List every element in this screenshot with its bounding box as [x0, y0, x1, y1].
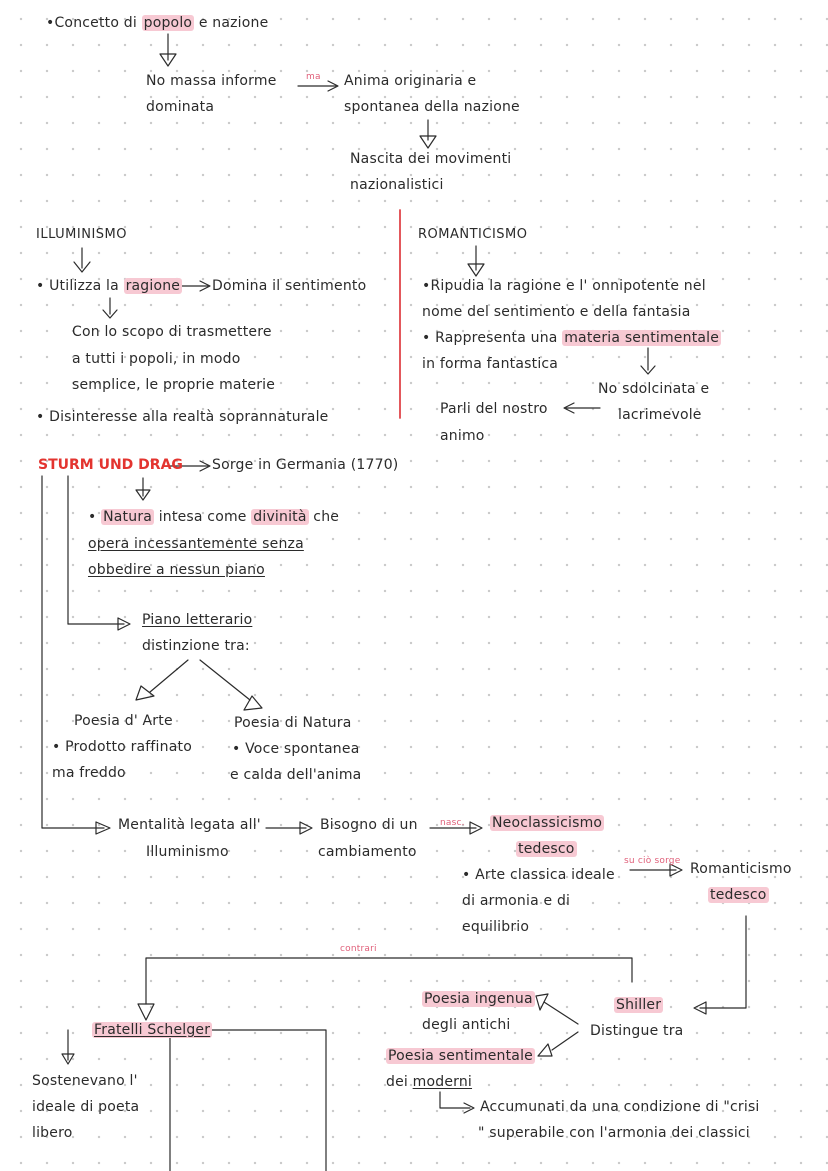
nascita-line1: Nascita dei movimenti	[350, 151, 512, 167]
poesia-natura-line3: e calda dell'anima	[230, 767, 362, 783]
rappresenta-pre: • Rappresenta una	[422, 330, 563, 346]
domina-sentimento: Domina il sentimento	[212, 278, 367, 294]
divinita-highlight: divinità	[251, 509, 309, 525]
concetto-pre: •Concetto di	[46, 15, 142, 31]
tedesco-highlight-rom: tedesco	[708, 887, 769, 903]
accumunati-line2: " superabile con l'armonia dei classici	[478, 1125, 750, 1141]
poesia-ingenua-line2: degli antichi	[422, 1017, 511, 1033]
distinzione-tra: distinzione tra:	[142, 638, 250, 654]
sostenevano-line3: libero	[32, 1125, 73, 1141]
parli-line1: Parli del nostro	[440, 401, 548, 417]
parli-line2: animo	[440, 428, 485, 444]
natura-highlight: Natura	[101, 509, 155, 525]
materia-sentimentale-highlight: materia sentimentale	[562, 330, 722, 346]
concetto-post: e nazione	[194, 15, 269, 31]
tedesco-highlight-neo: tedesco	[516, 841, 577, 857]
bisogno-line2: cambiamento	[318, 844, 417, 860]
no-massa-line1: No massa informe	[146, 73, 277, 89]
no-sdolcinata-line2: lacrimevole	[618, 407, 702, 423]
neoclassicismo-line2: tedesco	[516, 840, 577, 858]
romanticismo-title: ROMANTICISMO	[418, 227, 528, 242]
ripudia-line1: •Ripudia la ragione e l' onnipotente nel	[422, 278, 706, 294]
mentalita-line1: Mentalità legata all'	[118, 817, 261, 833]
accumunati-line1: Accumunati da una condizione di "crisi	[480, 1099, 760, 1115]
anima-line2: spontanea della nazione	[344, 99, 520, 115]
no-sdolcinata-line1: No sdolcinata e	[598, 381, 710, 397]
natura-bullet: •	[88, 509, 102, 525]
ingenua-highlight: Poesia ingenua	[422, 991, 535, 1007]
opera-line2: obbedire a nessun piano	[88, 562, 265, 578]
neoclassicismo-highlight: Neoclassicismo	[490, 815, 605, 831]
popolo-highlight: popolo	[141, 15, 195, 31]
rappresenta-line1: • Rappresenta una materia sentimentale	[422, 329, 722, 347]
natura-post: che	[308, 509, 340, 525]
arte-classica-line3: equilibrio	[462, 919, 530, 935]
sentimentale-highlight: Poesia sentimentale	[386, 1048, 535, 1064]
fratelli-schelger: Fratelli Schelger	[92, 1021, 213, 1039]
sostenevano-line2: ideale di poeta	[32, 1099, 140, 1115]
sorge-germania: Sorge in Germania (1770)	[212, 457, 399, 473]
distingue-tra: Distingue tra	[590, 1023, 684, 1039]
opera-line1: opera incessantemente senza	[88, 536, 304, 552]
arte-classica-line2: di armonia e di	[462, 893, 571, 909]
poesia-sentimentale-line1: Poesia sentimentale	[386, 1047, 535, 1065]
poesia-arte-line2: • Prodotto raffinato	[52, 739, 192, 755]
ragione-highlight: ragione	[123, 278, 183, 294]
mentalita-line2: Illuminismo	[146, 844, 229, 860]
nasc-label: nasc.	[440, 818, 465, 828]
bisogno-line1: Bisogno di un	[320, 817, 418, 833]
romanticismo-tedesco-line1: Romanticismo	[690, 861, 792, 877]
ma-label: ma	[306, 72, 321, 82]
shiller-highlight: Shiller	[614, 997, 664, 1013]
romanticismo-tedesco-line2: tedesco	[708, 886, 769, 904]
natura-mid: intesa come	[154, 509, 252, 525]
poesia-ingenua-line1: Poesia ingenua	[422, 990, 535, 1008]
moderni-label: moderni	[412, 1074, 473, 1090]
contrari-label: contrari	[340, 944, 377, 954]
su-cio-sorge-label: su ciò sorge	[624, 856, 681, 866]
natura-divinita-line: • Natura intesa come divinità che	[88, 508, 339, 526]
ripudia-line2: nome del sentimento e della fantasia	[422, 304, 691, 320]
neoclassicismo-line1: Neoclassicismo	[490, 814, 605, 832]
poesia-arte-title: Poesia d' Arte	[74, 713, 173, 729]
piano-letterario: Piano letterario	[142, 612, 253, 628]
concetto-popolo-heading: •Concetto di popolo e nazione	[46, 14, 268, 32]
scopo-line2: a tutti i popoli, in modo	[72, 351, 241, 367]
poesia-natura-line2: • Voce spontanea	[232, 741, 360, 757]
rappresenta-line2: in forma fantastica	[422, 356, 559, 372]
sturm-und-drag-title: STURM UND DRAG	[38, 457, 183, 473]
poesia-sentimentale-line2: dei moderni	[386, 1073, 472, 1091]
no-massa-line2: dominata	[146, 99, 215, 115]
poesia-arte-line3: ma freddo	[52, 765, 126, 781]
illuminismo-bullet-disinteresse: • Disinteresse alla realtà soprannatural…	[36, 409, 329, 425]
illuminismo-title: ILLUMINISMO	[36, 227, 127, 242]
fratelli-highlight: Fratelli Schelger	[92, 1022, 213, 1038]
dei-label: dei	[386, 1074, 413, 1090]
ragione-pre: • Utilizza la	[36, 278, 124, 294]
arte-classica-line1: • Arte classica ideale	[462, 867, 615, 883]
scopo-line3: semplice, le proprie materie	[72, 377, 276, 393]
scopo-line1: Con lo scopo di trasmettere	[72, 324, 272, 340]
illuminismo-bullet-ragione: • Utilizza la ragione	[36, 277, 183, 295]
shiller: Shiller	[614, 996, 664, 1014]
sostenevano-line1: Sostenevano l'	[32, 1073, 138, 1089]
anima-line1: Anima originaria e	[344, 73, 477, 89]
poesia-natura-title: Poesia di Natura	[234, 715, 352, 731]
nascita-line2: nazionalistici	[350, 177, 444, 193]
